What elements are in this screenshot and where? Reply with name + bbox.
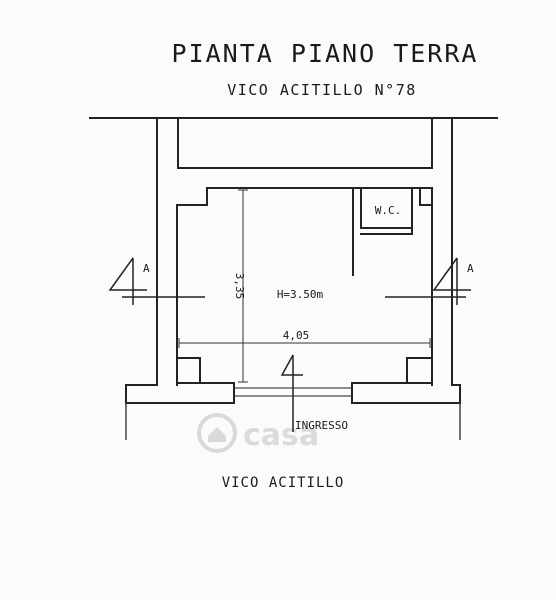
plan-title: PIANTA PIANO TERRA <box>172 39 479 68</box>
dimension-lines <box>178 189 431 383</box>
wc-label: W.C. <box>375 204 402 217</box>
watermark-text: casa <box>243 418 319 453</box>
entrance-marker <box>280 354 303 432</box>
section-marker-right <box>385 257 471 305</box>
ceiling-height-label: H=3.50m <box>277 288 324 301</box>
section-label-right: A <box>467 262 474 275</box>
plan-address: VICO ACITILLO N°78 <box>227 81 417 99</box>
street-label: VICO ACITILLO <box>222 475 345 491</box>
section-label-left: A <box>143 262 150 275</box>
site-boundary <box>125 403 461 440</box>
section-marker-left <box>108 257 205 305</box>
walls <box>89 117 498 404</box>
dimension-vertical: 3,35 <box>233 273 246 300</box>
dimension-horizontal: 4,05 <box>283 329 310 342</box>
entrance-label: INGRESSO <box>295 419 348 432</box>
watermark-logo: casa <box>197 413 319 453</box>
